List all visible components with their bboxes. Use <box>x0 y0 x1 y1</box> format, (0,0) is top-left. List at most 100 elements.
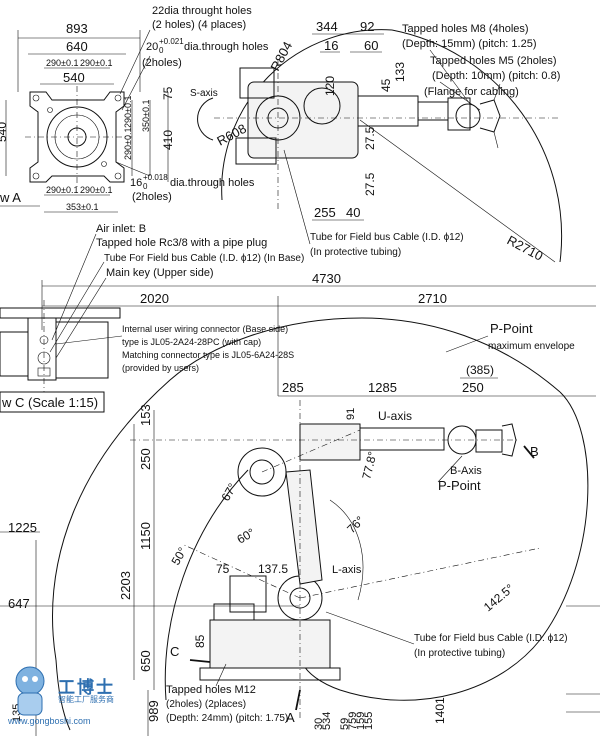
p-point-label: P-Point <box>490 321 533 336</box>
note-m8-1: Tapped holes M8 (4holes) <box>402 23 529 35</box>
dim-640: 640 <box>66 39 88 54</box>
watermark-subtext: 智能工厂服务商 <box>58 695 114 704</box>
note-main-key: Main key (Upper side) <box>106 267 214 279</box>
note-conn-1: Internal user wiring connector (Base sid… <box>122 324 288 334</box>
dim-290-a: 290±0.1 <box>46 58 78 68</box>
note-20-text: dia.through holes <box>184 41 269 53</box>
dim-255: 255 <box>314 205 336 220</box>
dim-75: 75 <box>161 86 175 100</box>
note-20-tol-low: 0 <box>159 46 164 55</box>
dim-989: 989 <box>146 700 161 722</box>
note-m12-1: Tapped holes M12 <box>166 684 256 696</box>
view-b-marker: B <box>530 444 539 459</box>
watermark-mascot <box>15 666 45 716</box>
dim-r804: R804 <box>267 39 295 73</box>
dim-290-v1: 290±0.1 <box>123 128 133 160</box>
dim-410: 410 <box>161 130 175 150</box>
watermark-text: 工博士 <box>58 678 115 697</box>
side-view-group: 4730 2020 2710 285 1285 250 (385) P-Poin… <box>0 271 600 736</box>
dim-650: 650 <box>138 650 153 672</box>
note-16-text: dia.through holes <box>170 177 255 189</box>
dim-155: 155 <box>363 712 375 730</box>
envelope-label: maximum envelope <box>488 341 575 352</box>
angle-67: 67° <box>218 481 239 504</box>
dim-2020: 2020 <box>140 291 169 306</box>
dim-92: 92 <box>360 19 374 34</box>
dim-40: 40 <box>346 205 360 220</box>
u-axis-label: U-axis <box>378 409 412 423</box>
note-tube-base: Tube For Field bus Cable (I.D. ϕ12) (In … <box>104 253 304 264</box>
wrist-top-view: R2710 S-axis 344 92 16 60 R804 R608 45 1… <box>190 19 563 264</box>
dim-2710: 2710 <box>418 291 447 306</box>
dim-120: 120 <box>323 76 337 96</box>
dim-1150: 1150 <box>138 522 153 550</box>
dim-250-v: 250 <box>138 448 153 470</box>
note-tapped-rc: Tapped hole Rc3/8 with a pipe plug <box>96 237 267 249</box>
note-tube-2: Tube for Field bus Cable (I.D. ϕ12) <box>414 633 568 644</box>
dim-2203: 2203 <box>118 571 133 600</box>
b-axis-label: B-Axis <box>450 465 482 477</box>
note-conn-3: Matching connector type is JL05-6A24-28S <box>122 350 294 360</box>
note-20-tol-up: +0.021 <box>159 37 184 46</box>
angle-77-8: 77.8° <box>359 450 379 481</box>
dim-r2710: R2710 <box>505 232 546 263</box>
dim-534: 534 <box>321 712 333 730</box>
dim-27-5-b: 27.5 <box>363 126 377 150</box>
dim-350: 350±0.1 <box>141 100 151 132</box>
dim-290-b: 290±0.1 <box>80 58 112 68</box>
dim-16: 16 <box>324 38 338 53</box>
note-16-holes: (2holes) <box>132 191 172 203</box>
dim-759: 759 <box>347 712 359 730</box>
dim-893: 893 <box>66 21 88 36</box>
dim-285: 285 <box>282 380 304 395</box>
dim-290-c: 290±0.1 <box>46 185 78 195</box>
dim-159: 159 <box>355 712 367 730</box>
angle-50: 50° <box>168 545 189 568</box>
dim-540-left: 540 <box>0 122 9 142</box>
note-m5-1: Tapped holes M5 (2holes) <box>430 55 557 67</box>
note-16-base: 16 <box>130 177 142 189</box>
dim-60: 60 <box>364 38 378 53</box>
note-20-base: 20 <box>146 41 158 53</box>
dim-290-v2: 290±0.1 <box>123 96 133 128</box>
note-tube-1: Tube for Field bus Cable (I.D. ϕ12) <box>310 232 464 243</box>
note-conn-2: type is JL05-2A24-28PC (with cap) <box>122 337 261 347</box>
dim-91: 91 <box>345 408 357 420</box>
dim-1401: 1401 <box>433 697 447 724</box>
watermark-url: www.gongboshi.com <box>8 716 91 726</box>
note-22dia-2: (2 holes) (4 places) <box>152 19 246 31</box>
l-axis-label: L-axis <box>332 564 362 576</box>
dim-290-d: 290±0.1 <box>80 185 112 195</box>
dim-30: 30 <box>313 718 325 730</box>
dim-27-5-a: 27.5 <box>363 172 377 196</box>
note-m8-2: (Depth: 15mm) (pitch: 1.25) <box>402 38 537 50</box>
note-16-tol-low: 0 <box>143 182 148 191</box>
dim-540: 540 <box>63 70 85 85</box>
note-flange: (Flange for cabling) <box>424 86 519 98</box>
view-c-group: Air inlet: B Tapped hole Rc3/8 with a pi… <box>0 223 304 413</box>
angle-142-5: 142.5° <box>481 581 517 614</box>
dim-85: 85 <box>193 634 207 648</box>
note-tube-1b: (In protective tubing) <box>310 247 401 258</box>
dim-385: (385) <box>466 363 494 377</box>
dim-1285: 1285 <box>368 380 397 395</box>
s-axis-label: S-axis <box>190 88 218 99</box>
dim-1225: 1225 <box>8 520 37 535</box>
dim-137-5: 137.5 <box>258 562 288 576</box>
dim-45: 45 <box>379 78 393 92</box>
dim-153: 153 <box>138 404 153 426</box>
view-c-marker: C <box>170 644 179 659</box>
dim-353: 353±0.1 <box>66 202 98 212</box>
note-m12-2: (2holes) (2places) <box>166 699 246 710</box>
note-16-tol-up: +0.018 <box>143 173 168 182</box>
dim-75-side: 75 <box>216 562 230 576</box>
dim-344: 344 <box>316 19 338 34</box>
note-conn-4: (provided by users) <box>122 363 199 373</box>
p-point-label-2: P-Point <box>438 478 481 493</box>
view-a-marker: A <box>286 710 295 725</box>
note-m12-3: (Depth: 24mm) (pitch: 1.75) <box>166 713 288 724</box>
note-tube-2b: (In protective tubing) <box>414 648 505 659</box>
view-a-group: 893 640 540 290±0.1 290±0.1 290±0.1 290±… <box>0 5 269 213</box>
dim-250: 250 <box>462 380 484 395</box>
